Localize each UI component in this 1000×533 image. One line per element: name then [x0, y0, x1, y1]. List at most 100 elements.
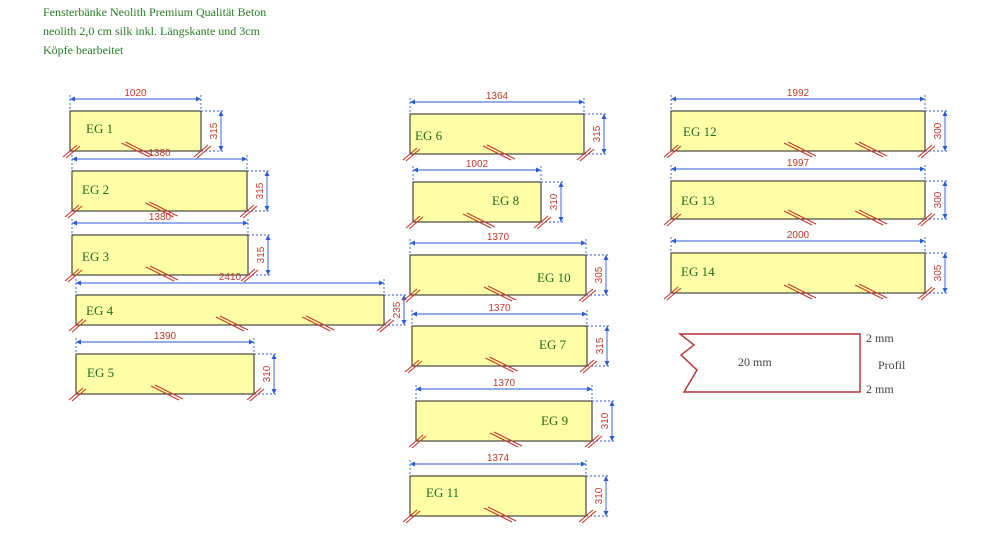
cut-mark: [196, 145, 212, 159]
cut-mark: [486, 144, 516, 160]
cut-mark: [402, 288, 418, 302]
profile-thickness: 20 mm: [738, 355, 772, 369]
depth-value: 305: [933, 264, 944, 281]
arrow-head: [603, 255, 609, 260]
cut-mark: [854, 284, 884, 300]
cut-mark: [246, 387, 262, 401]
depth-value: 300: [933, 191, 944, 208]
cut-mark: [578, 509, 594, 523]
title-line: neolith 2,0 cm silk inkl. Längskante und…: [43, 24, 260, 38]
slab-rect: [71, 170, 248, 212]
slab-rect: [75, 353, 255, 395]
cut-mark: [402, 147, 418, 161]
cut-mark: [917, 212, 933, 226]
cut-mark: [71, 319, 87, 333]
cut-mark: [411, 435, 427, 449]
slab-eg-14: EG 14 2000 305: [663, 230, 949, 301]
length-value: 1370: [487, 232, 510, 243]
cut-mark: [405, 289, 421, 303]
cut-mark: [582, 360, 598, 374]
slab-label: EG 11: [426, 485, 459, 500]
cut-mark: [67, 205, 83, 219]
arrow-head: [379, 280, 384, 286]
arrow-head: [271, 389, 277, 394]
slab-rect: [409, 475, 587, 517]
arrow-head: [603, 476, 609, 481]
arrow-head: [243, 220, 248, 226]
arrow-head: [218, 111, 224, 116]
length-value: 1374: [487, 453, 510, 464]
slab-rect: [670, 110, 926, 152]
arrow-head: [76, 280, 81, 286]
depth-value: 315: [255, 182, 266, 199]
cut-mark: [405, 215, 421, 229]
cut-mark: [301, 316, 331, 332]
arrow-head: [671, 166, 676, 172]
depth-value: 315: [209, 122, 220, 139]
arrow-head: [587, 386, 592, 392]
arrow-head: [558, 217, 564, 222]
arrow-head: [271, 354, 277, 359]
cut-mark: [68, 387, 84, 401]
cut-mark: [581, 510, 597, 524]
arrow-head: [942, 214, 948, 219]
arrow-head: [920, 166, 925, 172]
depth-value: 310: [600, 412, 611, 429]
slab-rect: [71, 234, 249, 276]
arrow-head: [536, 167, 541, 173]
cut-mark: [917, 144, 933, 158]
arrow-head: [581, 461, 586, 467]
arrow-head: [249, 339, 254, 345]
cut-mark: [576, 147, 592, 161]
slab-label: EG 14: [681, 264, 715, 279]
cut-mark: [65, 145, 81, 159]
cut-mark: [149, 265, 179, 281]
profile-detail: 20 mm 2 mm Profil 2 mm: [677, 331, 906, 396]
slab-label: EG 2: [82, 182, 109, 197]
cut-mark: [663, 286, 679, 300]
length-value: 1380: [148, 148, 171, 159]
length-value: 2000: [787, 230, 810, 241]
cut-mark: [405, 148, 421, 162]
title-line: Fensterbänke Neolith Premium Qualität Be…: [43, 5, 267, 19]
arrow-head: [581, 240, 586, 246]
cut-mark: [787, 283, 817, 299]
slab-rect: [75, 294, 385, 326]
cut-mark: [854, 210, 884, 226]
cut-mark: [408, 216, 424, 230]
cut-mark: [920, 287, 936, 301]
cut-mark: [402, 509, 418, 523]
arrow-head: [601, 149, 607, 154]
cut-mark: [581, 289, 597, 303]
arrow-head: [410, 240, 415, 246]
cut-mark: [587, 435, 603, 449]
cut-mark: [154, 384, 184, 400]
length-value: 1390: [154, 331, 177, 342]
depth-value: 315: [592, 125, 603, 142]
cut-mark: [579, 359, 595, 373]
arrow-head: [601, 114, 607, 119]
length-value: 1020: [124, 88, 147, 99]
slab-label: EG 10: [537, 270, 571, 285]
cut-mark: [787, 209, 817, 225]
arrow-head: [671, 96, 676, 102]
cut-mark: [243, 269, 259, 283]
cut-mark: [858, 209, 888, 225]
cut-mark: [64, 204, 80, 218]
arrow-head: [609, 401, 615, 406]
arrow-head: [558, 182, 564, 187]
arrow-head: [70, 96, 75, 102]
cut-mark: [215, 316, 245, 332]
cut-mark: [584, 434, 600, 448]
cut-mark: [239, 204, 255, 218]
slab-label: EG 8: [492, 193, 519, 208]
cut-mark: [578, 288, 594, 302]
